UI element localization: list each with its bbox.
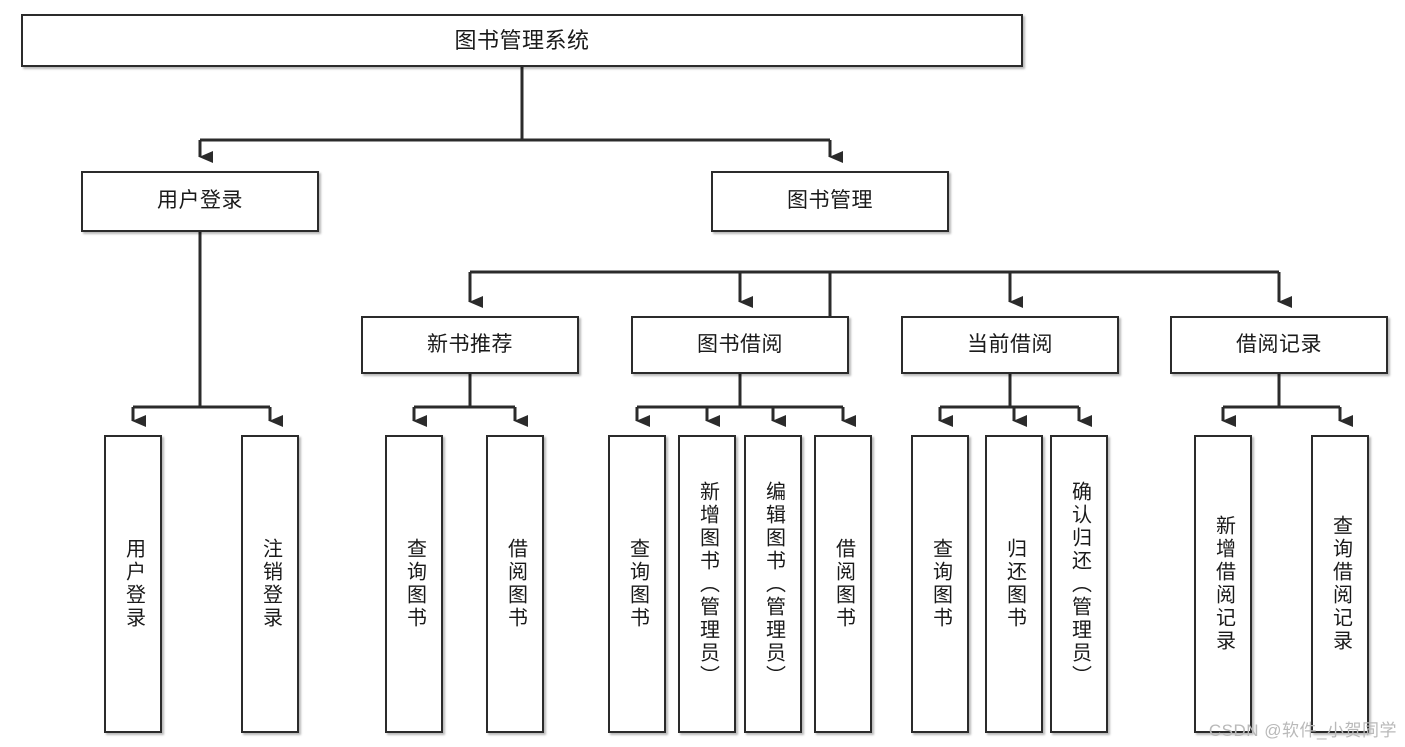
node-leaf-user-login[interactable]: 用户登录 <box>104 435 162 733</box>
node-leaf-query-record[interactable]: 查询借阅记录 <box>1311 435 1369 733</box>
edges-borrowrecord-to-leaves <box>1221 374 1353 427</box>
node-label-leaf-edit-book: 编辑图书（管理员） <box>762 480 785 688</box>
node-leaf-edit-book[interactable]: 编辑图书（管理员） <box>744 435 802 733</box>
watermark-credit: CSDN @软件_小贺同学 <box>1208 721 1397 740</box>
node-leaf-return-book[interactable]: 归还图书 <box>985 435 1043 733</box>
edges-bookmanage-to-level3 <box>468 270 1292 374</box>
node-leaf-borrow-book-2[interactable]: 借阅图书 <box>814 435 872 733</box>
node-label-leaf-confirm-return: 确认归还（管理员） <box>1068 480 1091 688</box>
edges-userlogin-to-leaves <box>131 232 283 427</box>
node-leaf-borrow-book-1[interactable]: 借阅图书 <box>486 435 544 733</box>
edges-root-to-level2 <box>198 67 843 163</box>
node-label-book-borrow: 图书借阅 <box>697 332 783 356</box>
edges-bookborrow-to-leaves <box>635 374 856 427</box>
node-label-leaf-add-record: 新增借阅记录 <box>1212 515 1235 653</box>
node-label-book-manage: 图书管理 <box>787 189 873 213</box>
node-label-new-book-rec: 新书推荐 <box>427 332 513 356</box>
node-label-leaf-query-record: 查询借阅记录 <box>1329 515 1352 653</box>
node-label-leaf-borrow-book-1: 借阅图书 <box>504 538 527 630</box>
node-book-manage[interactable]: 图书管理 <box>711 171 949 232</box>
node-leaf-confirm-return[interactable]: 确认归还（管理员） <box>1050 435 1108 733</box>
node-label-borrow-record: 借阅记录 <box>1236 332 1322 356</box>
node-label-leaf-query-book-2: 查询图书 <box>626 538 649 630</box>
node-label-leaf-borrow-book-2: 借阅图书 <box>832 538 855 630</box>
node-label-user-login: 用户登录 <box>157 189 243 213</box>
node-new-book-rec[interactable]: 新书推荐 <box>361 316 579 374</box>
node-leaf-logout[interactable]: 注销登录 <box>241 435 299 733</box>
node-leaf-add-book[interactable]: 新增图书（管理员） <box>678 435 736 733</box>
node-root-system[interactable]: 图书管理系统 <box>21 14 1023 67</box>
node-leaf-query-book-1[interactable]: 查询图书 <box>385 435 443 733</box>
node-label-root: 图书管理系统 <box>454 27 590 53</box>
node-label-current-borrow: 当前借阅 <box>967 332 1053 356</box>
node-label-leaf-query-book-3: 查询图书 <box>929 538 952 630</box>
node-leaf-query-book-3[interactable]: 查询图书 <box>911 435 969 733</box>
node-label-leaf-return-book: 归还图书 <box>1003 538 1026 630</box>
node-label-leaf-logout: 注销登录 <box>259 538 282 630</box>
node-label-leaf-query-book-1: 查询图书 <box>403 538 426 630</box>
edges-newbook-to-leaves <box>412 374 528 427</box>
node-label-leaf-user-login: 用户登录 <box>122 538 145 630</box>
node-borrow-record[interactable]: 借阅记录 <box>1170 316 1388 374</box>
edges-currentborrow-to-leaves <box>938 374 1092 427</box>
node-leaf-add-record[interactable]: 新增借阅记录 <box>1194 435 1252 733</box>
node-user-login[interactable]: 用户登录 <box>81 171 319 232</box>
node-leaf-query-book-2[interactable]: 查询图书 <box>608 435 666 733</box>
node-book-borrow[interactable]: 图书借阅 <box>631 316 849 374</box>
node-current-borrow[interactable]: 当前借阅 <box>901 316 1119 374</box>
node-label-leaf-add-book: 新增图书（管理员） <box>696 480 719 688</box>
